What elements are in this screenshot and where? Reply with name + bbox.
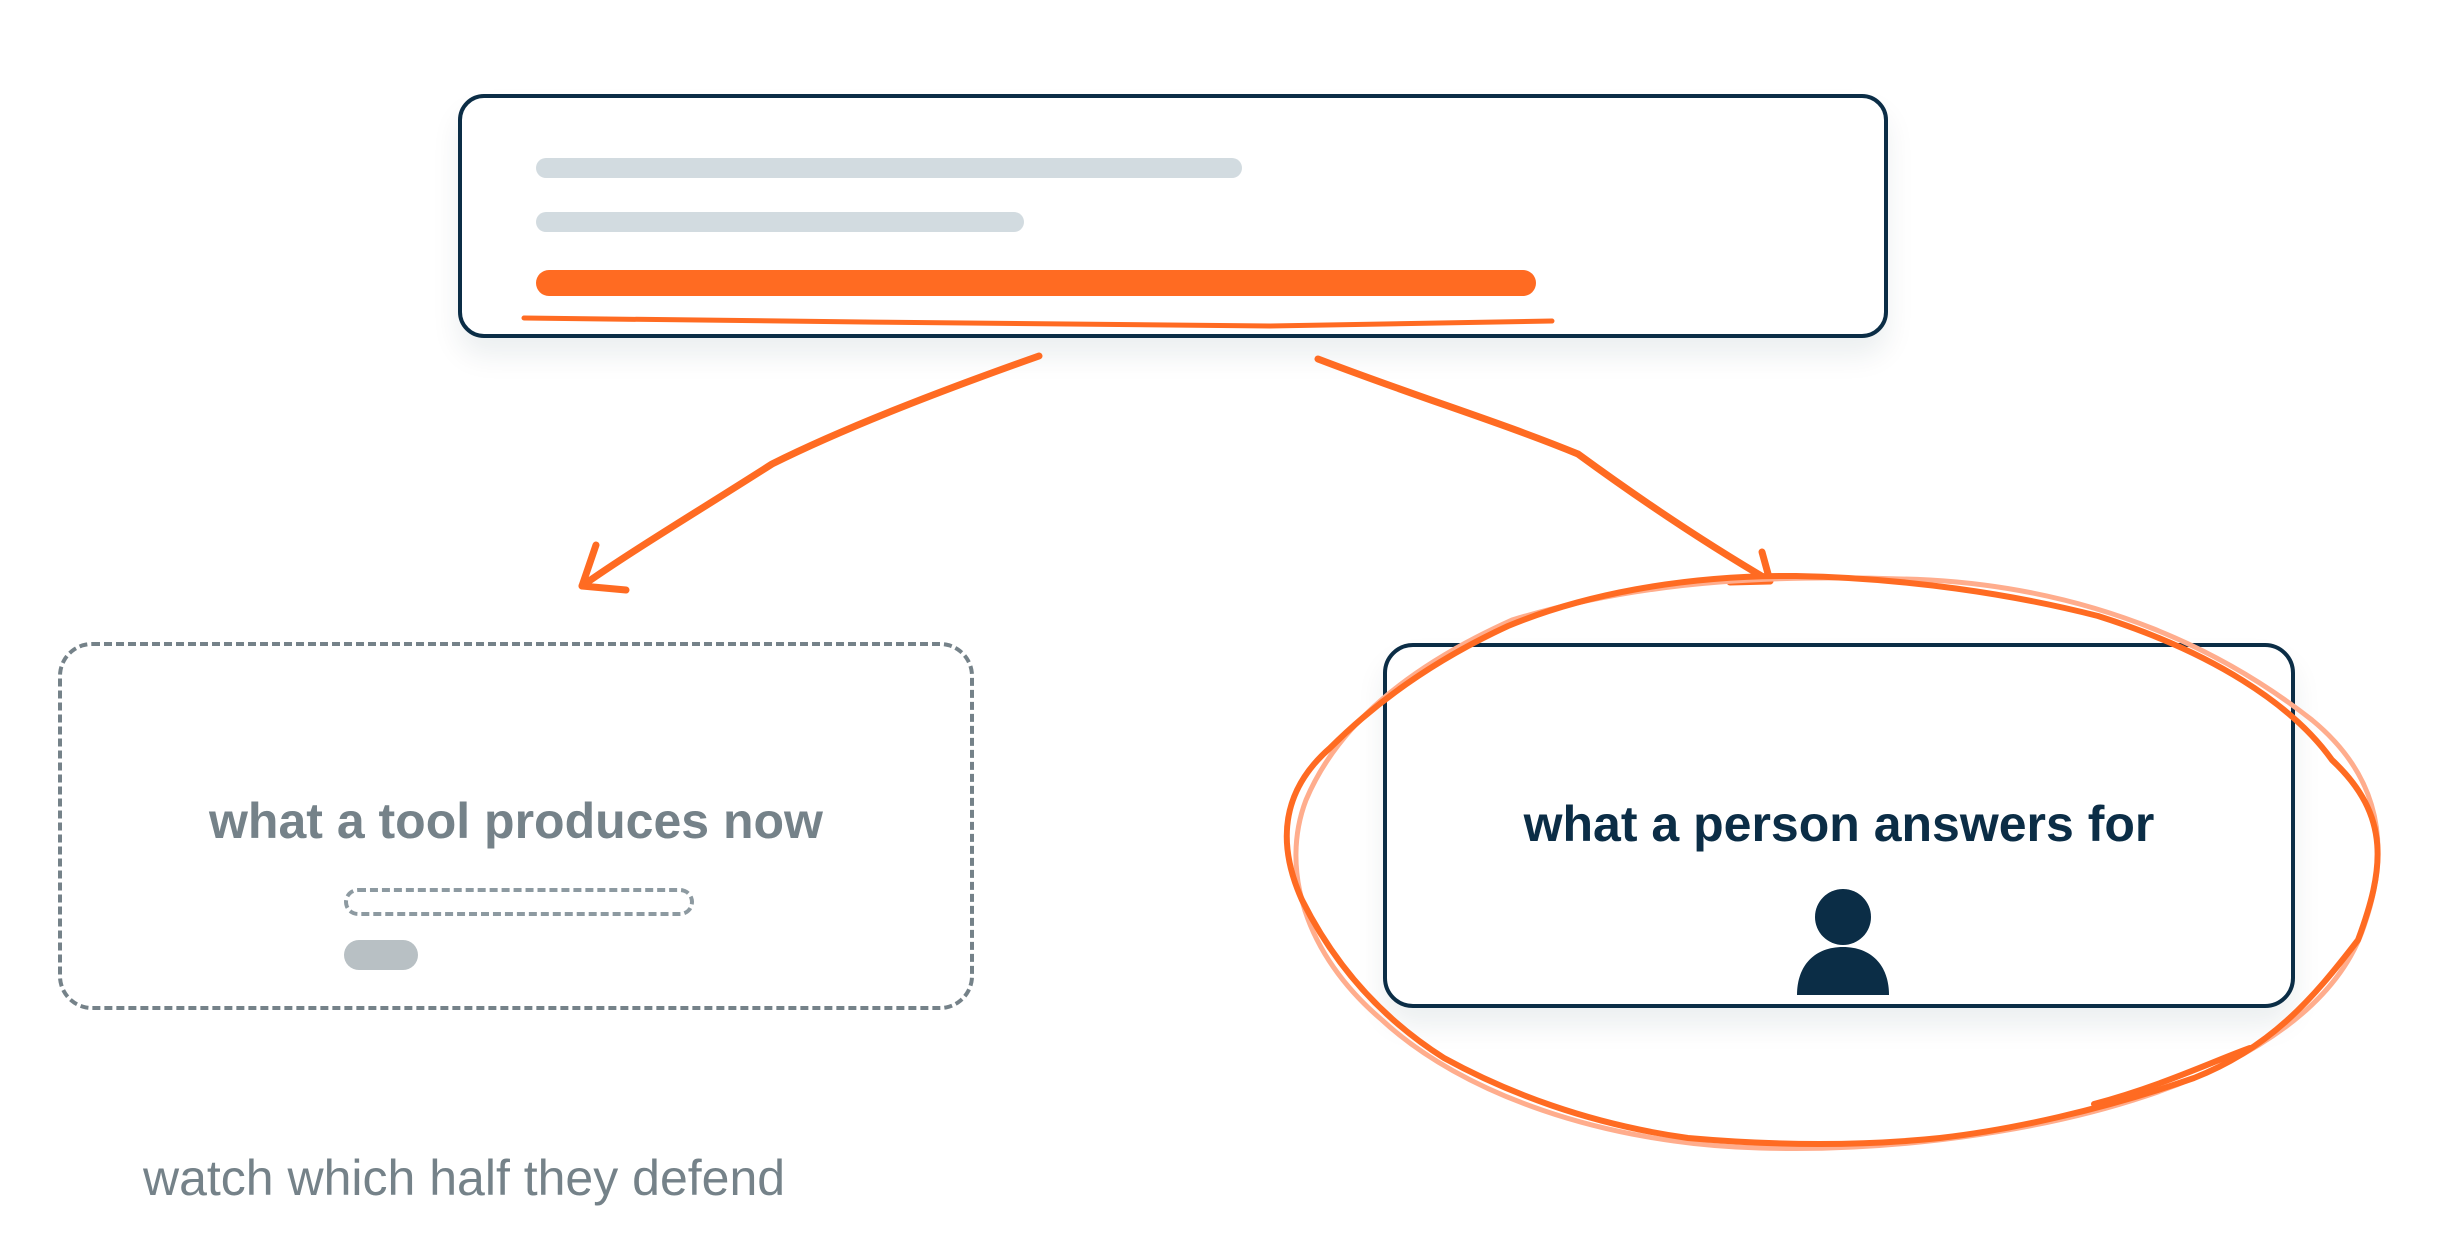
arrow-head-left xyxy=(578,541,630,594)
arrow-head-right xyxy=(1726,548,1774,586)
placeholder-line-1 xyxy=(536,158,1242,178)
source-card xyxy=(458,94,1888,338)
person-icon xyxy=(1797,889,1889,995)
highlighted-line xyxy=(536,270,1536,296)
tool-output-card: what a tool produces now xyxy=(58,642,974,1010)
arrow-to-tool-card xyxy=(578,352,1043,590)
placeholder-pill xyxy=(344,940,418,970)
dashed-placeholder-line xyxy=(344,888,694,916)
placeholder-line-2 xyxy=(536,212,1024,232)
arrow-to-person-card xyxy=(1314,355,1774,585)
tool-output-title: what a tool produces now xyxy=(209,793,823,849)
emphasis-circle-overlap xyxy=(2091,1045,2253,1107)
person-accountability-title: what a person answers for xyxy=(1523,796,2155,852)
person-accountability-card: what a person answers for xyxy=(1383,643,2295,1008)
caption: watch which half they defend xyxy=(143,1150,786,1206)
